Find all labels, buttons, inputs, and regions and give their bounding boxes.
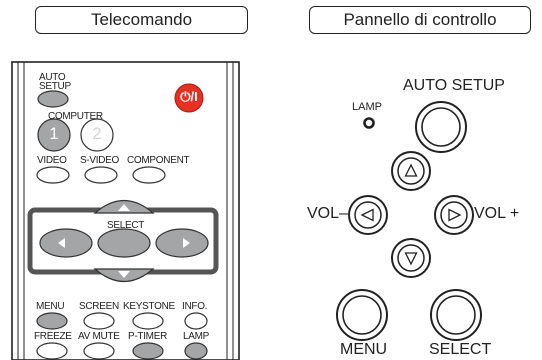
computer-1-button[interactable] [37,118,71,152]
panel-select-label: SELECT [429,341,492,358]
auto-setup-label-2: SETUP [39,81,71,92]
remote-left-button[interactable] [39,228,93,258]
av-mute-button[interactable] [83,342,115,360]
panel-up-button[interactable] [391,151,431,191]
computer-2-label: 2 [92,124,102,143]
lamp-label: LAMP [183,331,210,342]
remote-lamp-button[interactable] [184,342,208,360]
freeze-label: FREEZE [34,331,72,342]
keystone-button[interactable] [132,312,164,330]
remote-title: Telecomando [35,6,248,34]
select-label: SELECT [107,220,145,231]
panel-select-button[interactable] [430,289,482,341]
power-icon: ⏻/I [180,89,198,104]
s-video-label: S-VIDEO [80,155,120,166]
remote-up-button[interactable] [93,200,155,214]
video-button[interactable] [36,166,70,184]
panel-menu-label: MENU [340,341,388,358]
info-label: INFO. [182,301,208,312]
component-button[interactable] [132,166,166,184]
computer-label: COMPUTER [48,111,103,122]
panel-auto-setup-label: AUTO SETUP [403,77,505,94]
computer-1-label: 1 [49,124,59,143]
panel-auto-setup-button[interactable] [415,101,467,153]
panel-menu-button[interactable] [336,289,388,341]
p-timer-button[interactable] [132,342,164,360]
remote-down-button[interactable] [93,268,155,282]
auto-setup-label-1: AUTO [39,72,66,83]
s-video-button[interactable] [84,166,118,184]
remote-right-button[interactable] [155,228,209,258]
panel-lamp-indicator [363,117,375,129]
av-mute-label: AV MUTE [78,331,120,342]
power-button[interactable] [174,83,204,113]
info-button[interactable] [184,312,208,330]
component-label: COMPONENT [127,155,190,166]
remote-menu-button[interactable] [36,312,68,330]
panel-down-button[interactable] [391,238,431,278]
panel-vol-plus-button[interactable] [434,195,474,235]
keystone-label: KEYSTONE [123,301,175,312]
panel-vol-minus-button[interactable] [348,195,388,235]
menu-label: MENU [36,301,65,312]
remote-auto-setup-button[interactable] [37,90,69,108]
panel-vol-plus-label: VOL + [474,205,520,222]
video-label: VIDEO [37,155,67,166]
computer-2-button[interactable] [80,118,114,152]
panel-vol-minus-label: VOL– [307,205,348,222]
remote-select-button[interactable] [97,228,151,258]
p-timer-label: P-TIMER [128,331,168,342]
panel-lamp-label: LAMP [352,101,382,113]
screen-button[interactable] [83,312,115,330]
panel-title: Pannello di controllo [309,6,531,34]
screen-label: SCREEN [79,301,119,312]
freeze-button[interactable] [36,342,68,360]
